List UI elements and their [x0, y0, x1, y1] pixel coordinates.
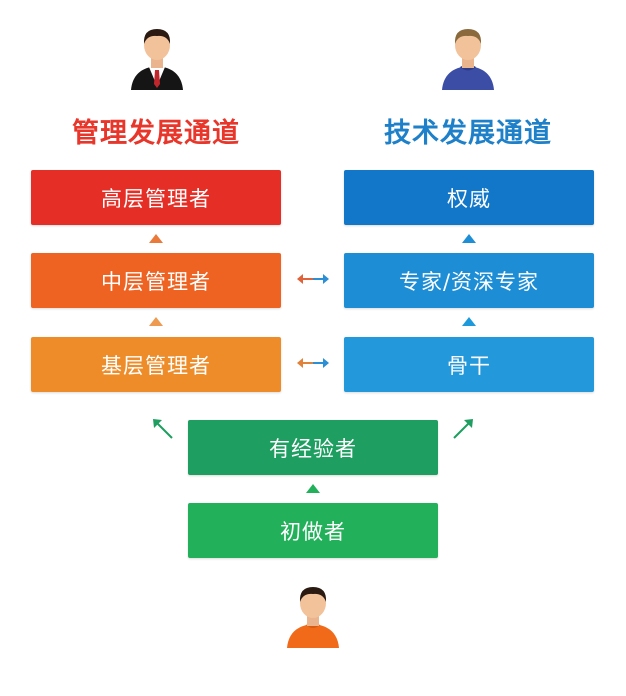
- management-level-middle: 中层管理者: [31, 253, 281, 308]
- technical-level-authority: 权威: [344, 170, 594, 225]
- management-level-junior: 基层管理者: [31, 337, 281, 392]
- diagonal-up-left-arrow-icon: [153, 419, 173, 439]
- technical-level-expert: 专家/资深专家: [344, 253, 594, 308]
- base-level-experienced: 有经验者: [188, 420, 438, 475]
- up-arrow-icon: [149, 234, 163, 243]
- up-arrow-icon: [149, 317, 163, 326]
- double-arrow-icon: [297, 358, 329, 368]
- double-arrow-icon: [297, 274, 329, 284]
- management-track-title: 管理发展通道: [72, 118, 240, 149]
- technical-track-title: 技术发展通道: [384, 118, 552, 149]
- up-arrow-icon: [462, 234, 476, 243]
- base-level-beginner: 初做者: [188, 503, 438, 558]
- manager-avatar-icon: [131, 29, 183, 90]
- technical-level-backbone: 骨干: [344, 337, 594, 392]
- management-level-senior: 高层管理者: [31, 170, 281, 225]
- up-arrow-icon: [306, 484, 320, 493]
- technician-avatar-icon: [442, 29, 494, 90]
- beginner-avatar-icon: [287, 587, 339, 648]
- up-arrow-icon: [462, 317, 476, 326]
- diagonal-up-right-arrow-icon: [453, 419, 473, 439]
